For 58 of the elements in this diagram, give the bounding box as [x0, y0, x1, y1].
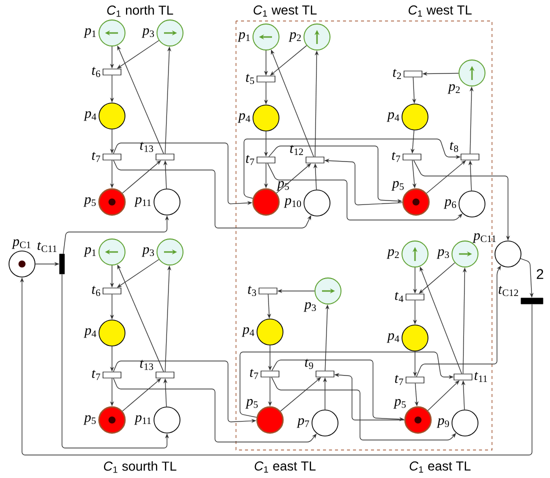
place-label: p$_{11}$: [134, 197, 151, 207]
place-label: p$_{11}$: [134, 415, 151, 425]
place-label: p$_{5}$: [83, 197, 96, 207]
place-label: p$_{C1}$: [12, 239, 30, 249]
group-title: C$_{1}$ north TL: [107, 5, 174, 17]
place-label: t$_{7}$: [92, 370, 100, 380]
place-label: p$_{4}$: [84, 111, 96, 121]
place-label: t$_{6}$: [92, 286, 100, 296]
place-label: t$_{C12}$: [498, 286, 518, 296]
group-title: C$_{1}$ west TL: [254, 5, 317, 17]
place-label: t$_{6}$: [92, 66, 100, 78]
place-label: t$_{C11}$: [38, 242, 57, 252]
edge-label: 2: [535, 268, 545, 280]
place-label: p$_{1}$: [84, 247, 96, 257]
place-label: p$_{4}$: [386, 112, 400, 122]
place-label: t$_{7}$: [92, 152, 100, 162]
place-label: p$_{4}$: [242, 327, 254, 337]
place-label: p$_{4}$: [386, 333, 400, 343]
place-label: t$_{7}$: [246, 154, 254, 166]
place-label: p$_{10}$: [284, 198, 302, 208]
place-label: p$_{4}$: [84, 328, 96, 338]
place-label: p$_{7}$: [296, 418, 310, 428]
place-label: t$_{8}$: [450, 142, 458, 152]
place-label: t$_{7}$: [392, 152, 400, 162]
arrow: [113, 160, 312, 228]
place-label: p$_{2}$: [448, 84, 460, 94]
place-label: p$_{1}$: [238, 32, 250, 42]
place-label: p$_{2}$: [288, 32, 301, 42]
place-label: p$_{5}$: [276, 181, 289, 191]
place-label: t$_{4}$: [395, 292, 404, 302]
place-label: t$_{7}$: [250, 368, 258, 380]
group-title: C$_{1}$ east TL: [410, 461, 471, 473]
place-label: p$_{5}$: [393, 399, 406, 409]
place-label: p$_{1}$: [84, 28, 96, 38]
place-label: t$_{5}$: [246, 74, 254, 84]
group-title: C$_{1}$ west TL: [408, 5, 472, 17]
place-label: p$_{5}$: [245, 399, 258, 409]
place-label: p$_{3}$: [436, 249, 449, 259]
group-title: C$_{1}$ sourth TL: [104, 461, 176, 473]
place-label: t$_{2}$: [393, 68, 401, 80]
place-label: p$_{5}$: [391, 181, 404, 191]
place-label: p$_{5}$: [83, 415, 96, 425]
place-label: p$_{3}$: [142, 247, 154, 257]
place-label: t$_{13}$: [140, 142, 154, 152]
place-label: p$_{6}$: [444, 199, 456, 209]
place-label: t$_{9}$: [305, 358, 314, 369]
place-label: t$_{11}$: [474, 372, 488, 382]
place-label: t$_{3}$: [248, 286, 256, 296]
place-label: p$_{C11}$: [472, 233, 496, 243]
place-label: p$_{9}$: [436, 418, 449, 428]
group-title: C$_{1}$ east TL: [254, 461, 316, 473]
place-label: p$_{4}$: [238, 113, 250, 123]
place-label: t$_{12}$: [290, 144, 303, 155]
place-label: t$_{13}$: [140, 360, 154, 370]
place-label: t$_{7}$: [395, 374, 404, 385]
place-label: p$_{3}$: [142, 28, 154, 38]
place-label: p$_{3}$: [304, 302, 316, 312]
place-label: p$_{2}$: [386, 249, 399, 259]
